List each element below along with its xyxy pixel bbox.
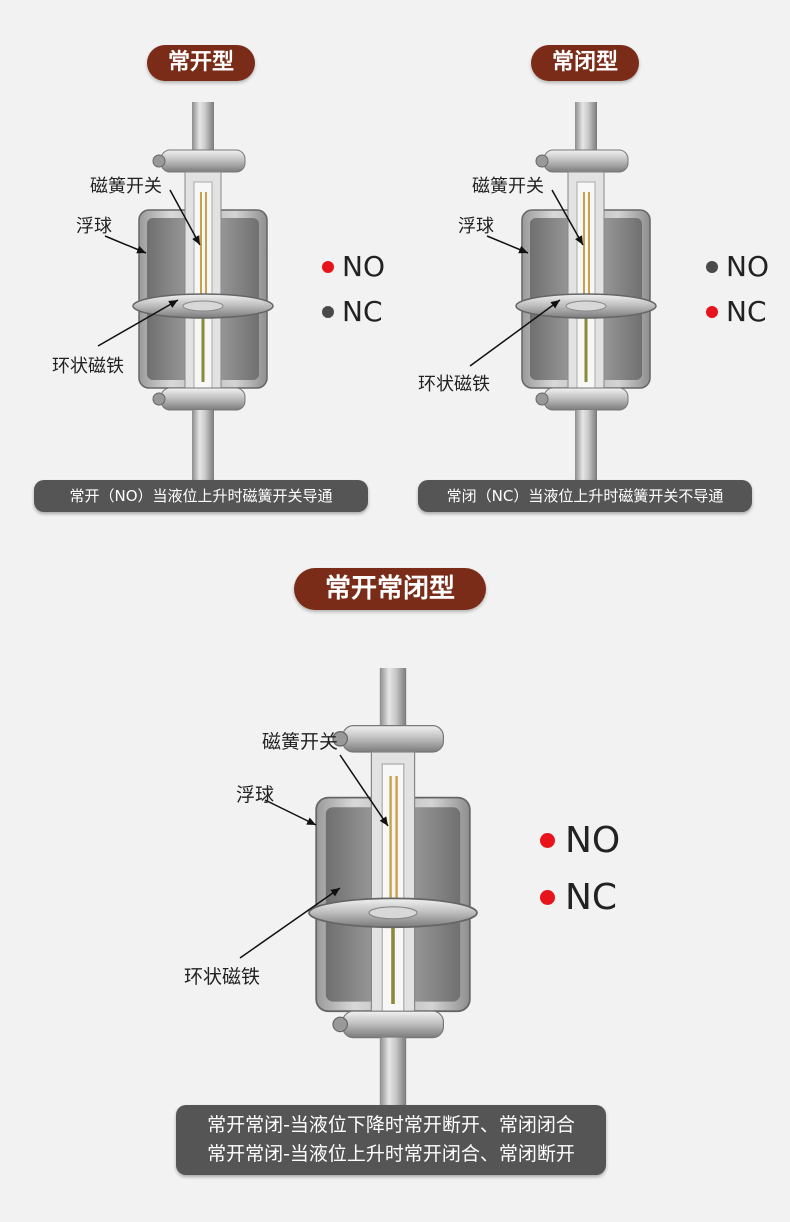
no-label: NO [565,820,621,861]
nc-indicator: NC [706,295,767,328]
combo-caption-line-1: 常开常闭-当液位下降时常开断开、常闭闭合 [207,1114,575,1136]
no-indicator: NO [322,250,385,283]
nc-indicator: NC [322,295,383,328]
normally-closed-title: 常闭型 [531,45,639,81]
nc-dot [322,305,334,318]
float-label: 浮球 [76,216,112,237]
no-dot [322,260,334,273]
reed-switch-label: 磁簧开关 [262,731,339,753]
combo-caption: 常开常闭-当液位下降时常开断开、常闭闭合 常开常闭-当液位上升时常开闭合、常闭断… [176,1105,606,1175]
ring-magnet-label: 环状磁铁 [52,356,124,377]
normally-open-caption: 常开（NO）当液位上升时磁簧开关导通 [34,480,368,512]
nc-label: NC [342,295,383,328]
no-indicator: NO [540,820,620,861]
reed-switch-label: 磁簧开关 [472,176,544,197]
no-label: NO [342,250,385,283]
normally-open-title: 常开型 [147,45,255,81]
no-dot [540,833,555,848]
ring-magnet-label: 环状磁铁 [418,374,490,395]
no-indicator: NO [706,250,769,283]
combo-caption-line-2: 常开常闭-当液位上升时常开闭合、常闭断开 [207,1143,575,1165]
no-dot [706,260,718,273]
nc-indicator: NC [540,877,617,918]
nc-dot [540,890,555,905]
reed-switch-label: 磁簧开关 [90,176,162,197]
nc-dot [706,305,718,318]
nc-label: NC [565,877,618,918]
float-label: 浮球 [236,784,275,806]
combo-title: 常开常闭型 [294,568,486,610]
nc-label: NC [726,295,767,328]
ring-magnet-label: 环状磁铁 [184,966,261,988]
float-label: 浮球 [458,216,494,237]
normally-closed-caption: 常闭（NC）当液位上升时磁簧开关不导通 [418,480,752,512]
no-label: NO [726,250,769,283]
